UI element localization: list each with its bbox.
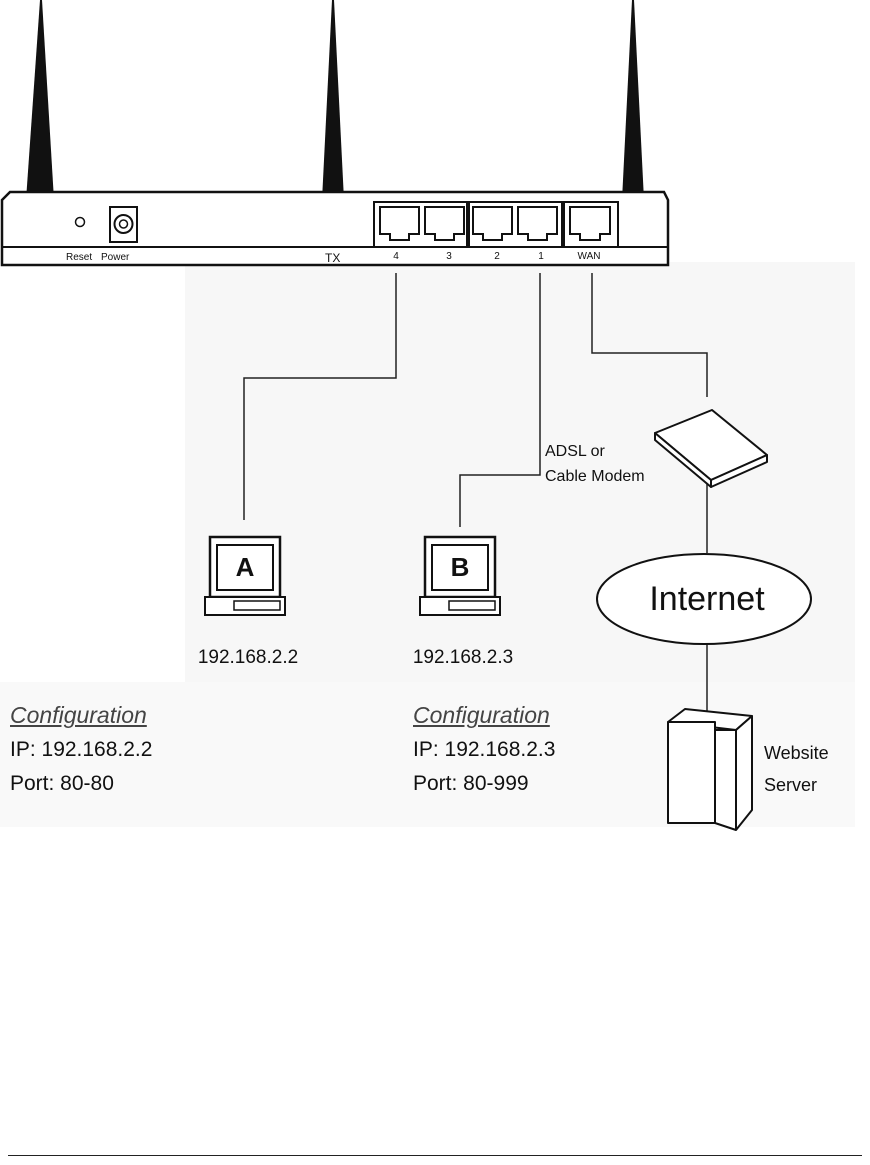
tx-label: TX (325, 251, 340, 265)
antenna-left (26, 0, 54, 222)
pc-a-letter: A (236, 552, 255, 582)
modem-label-line1: ADSL or (545, 443, 606, 460)
port-label-1: 1 (538, 251, 544, 262)
reset-label: Reset (66, 252, 92, 263)
internet-label: Internet (649, 580, 765, 618)
pc-b-config-port: Port: 80-999 (413, 767, 555, 801)
pc-b-config-title: Configuration (413, 702, 555, 729)
pc-a-ip-label: 192.168.2.2 (198, 647, 298, 668)
antenna-right (622, 0, 645, 222)
pc-b-icon: B (420, 537, 500, 615)
port-label-2: 2 (494, 251, 500, 262)
pc-b-config: Configuration IP: 192.168.2.3 Port: 80-9… (413, 702, 555, 801)
router-back-panel: Reset Power TX 4 3 2 1 WAN (2, 192, 668, 265)
pc-a-config-title: Configuration (10, 702, 152, 729)
power-label: Power (101, 252, 130, 263)
pc-a-config: Configuration IP: 192.168.2.2 Port: 80-8… (10, 702, 152, 801)
port-label-3: 3 (446, 251, 452, 262)
pc-b-letter: B (451, 552, 470, 582)
pc-a-icon: A (205, 537, 285, 615)
pc-a-config-ip: IP: 192.168.2.2 (10, 733, 152, 767)
port-label-wan: WAN (578, 251, 601, 262)
pc-b-ip-label: 192.168.2.3 (413, 647, 513, 668)
pc-a-config-port: Port: 80-80 (10, 767, 152, 801)
server-label-line2: Server (764, 775, 817, 795)
server-label-line1: Website (764, 743, 829, 763)
pc-b-config-ip: IP: 192.168.2.3 (413, 733, 555, 767)
server-icon (668, 709, 752, 830)
bottom-rule (8, 1155, 862, 1156)
modem-label-line2: Cable Modem (545, 468, 645, 485)
antenna-middle (322, 0, 344, 222)
port-label-4: 4 (393, 251, 399, 262)
reset-button (76, 218, 85, 227)
